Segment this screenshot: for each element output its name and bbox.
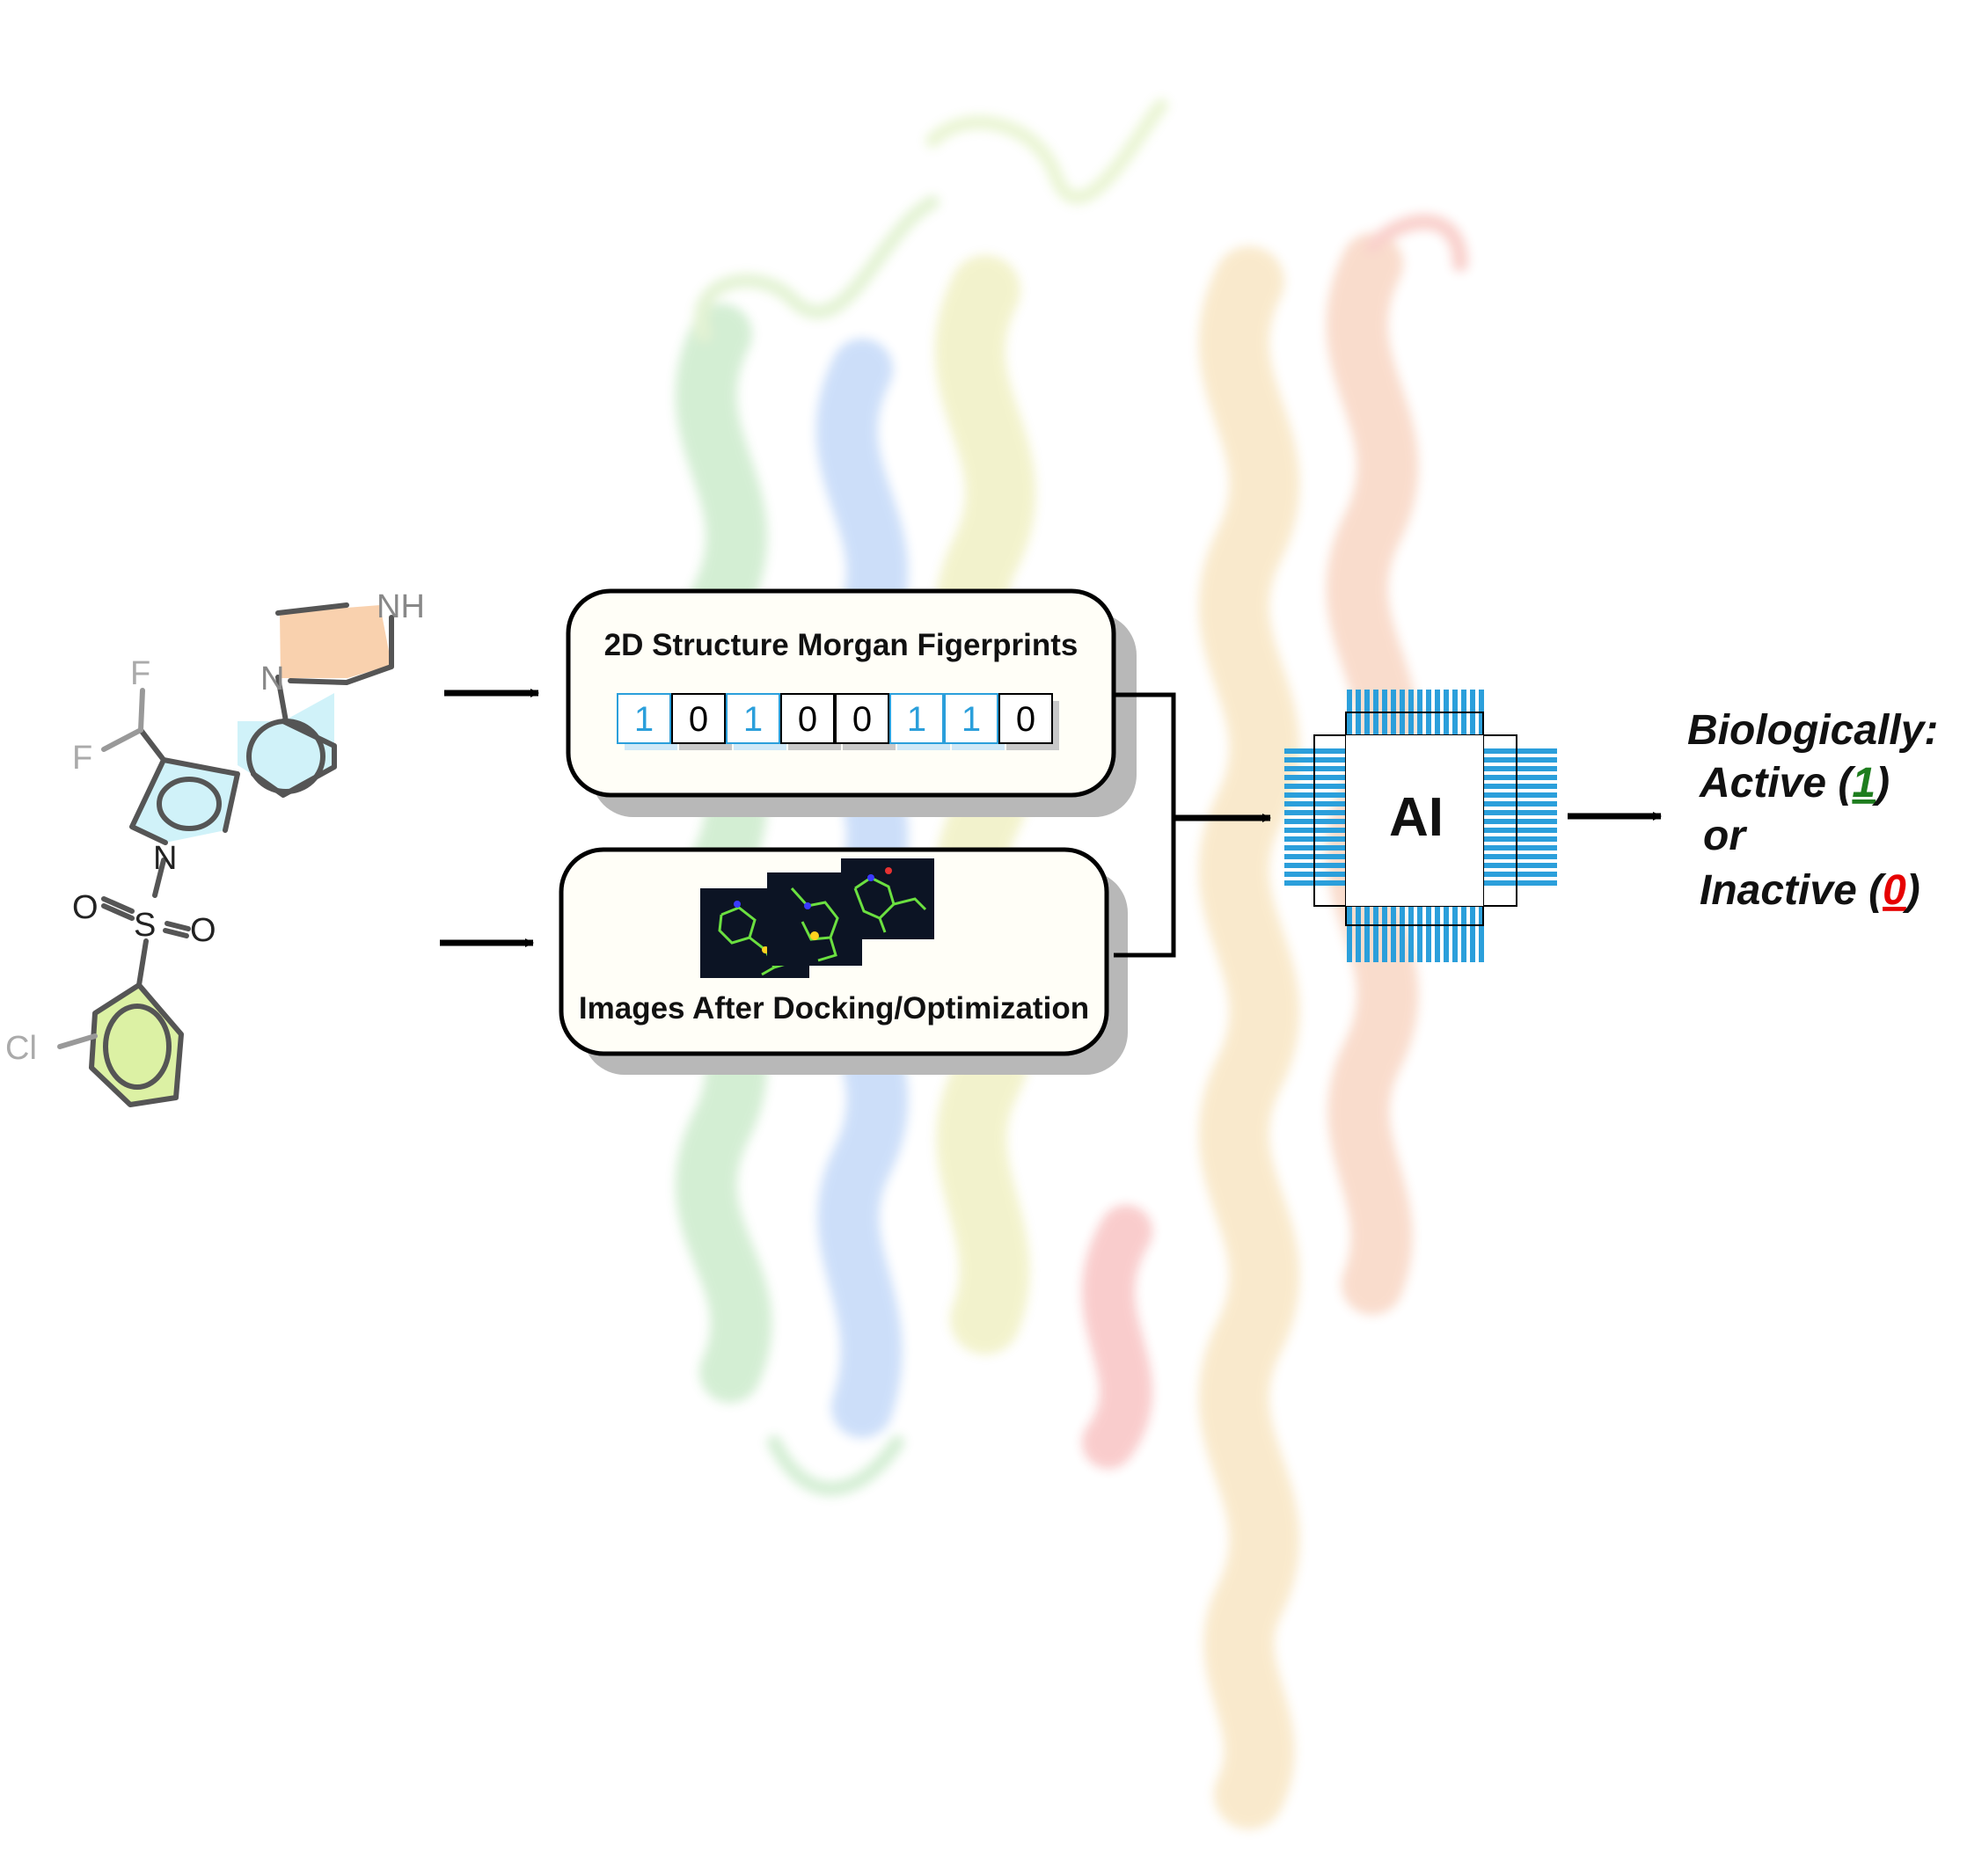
ligand-molecule bbox=[57, 602, 394, 1107]
svg-text:0: 0 bbox=[852, 700, 872, 739]
fingerprint-bit: 1 bbox=[889, 693, 950, 750]
chip-label: AI bbox=[1389, 787, 1444, 848]
output-inactive-line: Inactive (0) bbox=[1700, 867, 1920, 914]
svg-text:1: 1 bbox=[634, 700, 654, 739]
inactive-value: 0 bbox=[1883, 867, 1906, 914]
svg-text:0: 0 bbox=[798, 700, 817, 739]
atom-f-top: F bbox=[130, 655, 150, 692]
atom-cl: Cl bbox=[5, 1030, 37, 1067]
atom-n-piperazine: N bbox=[260, 661, 284, 697]
output-label: Biologically: Active (1) or Inactive (0) bbox=[1687, 707, 1938, 914]
atom-f-left: F bbox=[72, 740, 92, 777]
fingerprint-bit: 1 bbox=[726, 693, 786, 750]
atom-o-left: O bbox=[72, 889, 99, 926]
fingerprint-bit: 0 bbox=[835, 693, 896, 750]
fingerprint-title: 2D Structure Morgan Figerprints bbox=[604, 628, 1079, 662]
docking-box: Images After Docking/Optimization bbox=[559, 847, 1128, 1075]
output-active-line: Active (1) bbox=[1699, 760, 1890, 807]
svg-text:1: 1 bbox=[743, 700, 763, 739]
docking-image-3 bbox=[841, 858, 934, 939]
fingerprint-bit: 1 bbox=[944, 693, 1005, 750]
fingerprint-bit: 1 bbox=[617, 693, 677, 750]
output-heading: Biologically: bbox=[1687, 707, 1938, 754]
atom-o-right: O bbox=[190, 912, 216, 949]
fingerprint-bit: 0 bbox=[671, 693, 732, 750]
svg-text:0: 0 bbox=[689, 700, 708, 739]
benzene-ring-indole bbox=[238, 693, 334, 793]
atom-s: S bbox=[134, 907, 156, 944]
svg-text:0: 0 bbox=[1016, 700, 1035, 739]
fingerprint-bit: 0 bbox=[780, 693, 841, 750]
output-or: or bbox=[1703, 813, 1747, 859]
atom-nh: NH bbox=[377, 588, 425, 625]
ai-chip: AI bbox=[1284, 690, 1557, 962]
merge-connector bbox=[1114, 692, 1176, 958]
docking-title: Images After Docking/Optimization bbox=[579, 991, 1089, 1026]
active-value: 1 bbox=[1852, 760, 1876, 807]
piperazine-ring bbox=[280, 605, 391, 678]
svg-text:1: 1 bbox=[907, 700, 926, 739]
fingerprint-bit: 0 bbox=[998, 693, 1059, 750]
molecule-atom-labels: NH N F F N S O O Cl bbox=[5, 588, 425, 1067]
atom-n-indole: N bbox=[153, 840, 177, 877]
svg-text:1: 1 bbox=[962, 700, 981, 739]
